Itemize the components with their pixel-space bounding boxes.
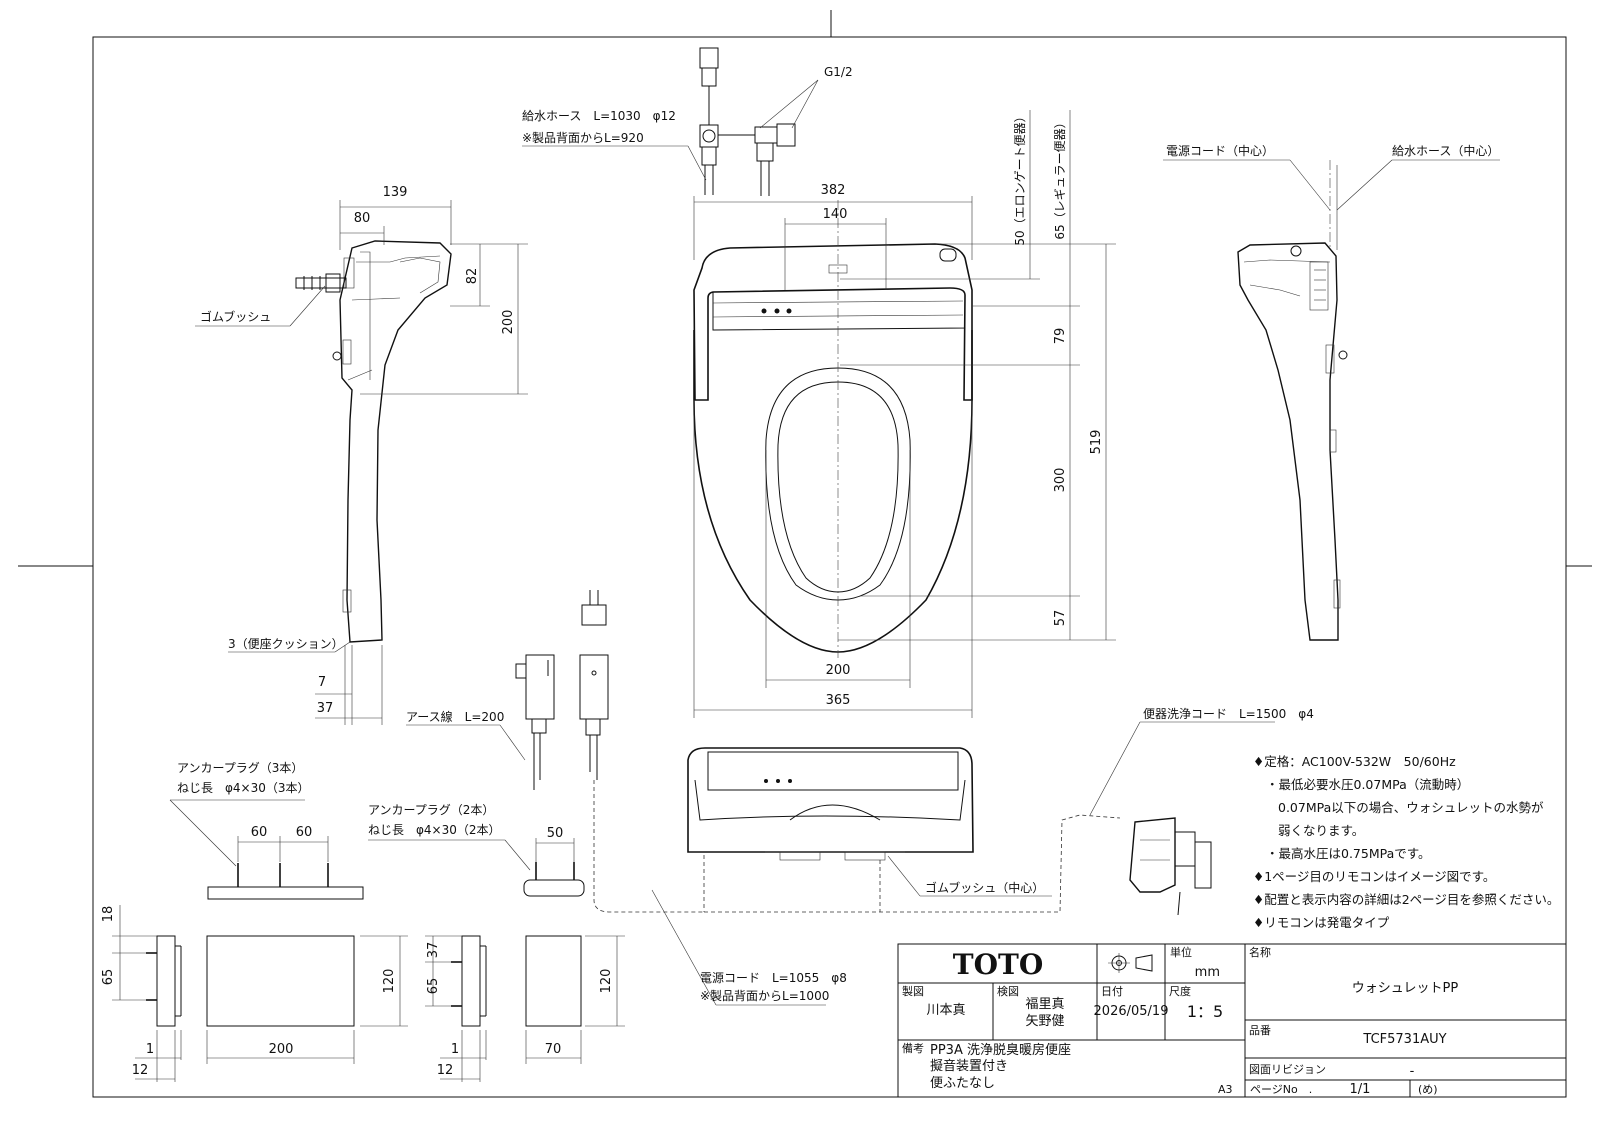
spec-notes: ♦定格：AC100V-532W 50/60Hz ・最低必要水圧0.07MPa（流… (1253, 754, 1559, 930)
remarks-2: 擬音装置付き (930, 1058, 1008, 1074)
dim-12b: 12 (437, 1063, 454, 1078)
part-label: 品番 (1249, 1024, 1271, 1037)
page-label: ページNo . (1250, 1083, 1312, 1096)
date-label: 日付 (1101, 985, 1123, 998)
note-3: 0.07MPa以下の場合、ウォシュレットの水勢が (1278, 800, 1544, 815)
dim-365: 365 (826, 693, 851, 708)
toto-logo: TOTO (953, 948, 1043, 981)
dim-200: 200 (501, 310, 516, 335)
label-power-cord-2: ※製品背面からL=1000 (700, 989, 829, 1003)
front-view: 便器洗浄コード L=1500 φ4 ゴムブッシュ（中心） (687, 707, 1314, 913)
dim-79: 79 (1053, 328, 1068, 345)
water-valve (699, 47, 796, 196)
dim-200-opening: 200 (826, 663, 851, 678)
name-value: ウォシュレットPP (1352, 981, 1459, 996)
dim-140: 140 (823, 207, 848, 222)
revision-label: 図面リビジョン (1249, 1063, 1326, 1076)
label-anchor2-1: アンカープラグ（2本） (368, 803, 494, 817)
drain-valve-unit (1129, 817, 1212, 916)
dim-anchor-50: 50 (547, 826, 564, 841)
name-label: 名称 (1249, 945, 1271, 959)
note-5: ・最高水圧は0.75MPaです。 (1266, 846, 1431, 861)
label-anchor3-2: ねじ長 φ4×30（3本） (177, 781, 310, 795)
checked-value-1: 福里真 (1025, 997, 1064, 1012)
dim-519: 519 (1089, 430, 1104, 455)
dim-80: 80 (354, 211, 371, 226)
dim-120a: 120 (382, 969, 397, 994)
label-rubber-bush-center: ゴムブッシュ（中心） (925, 880, 1044, 895)
drawing-frame (18, 10, 1592, 1098)
dim-65a: 65 (101, 969, 116, 986)
date-value: 2026/05/19 (1094, 1004, 1169, 1019)
revision-value: - (1410, 1064, 1415, 1079)
anchor-plate-2: 50 アンカープラグ（2本） ねじ長 φ4×30（2本） (368, 803, 585, 897)
label-hose-1: 給水ホース L=1030 φ12 (522, 109, 676, 123)
note-2: ・最低必要水圧0.07MPa（流動時） (1266, 777, 1469, 792)
note-6: ♦1ページ目のリモコンはイメージ図です。 (1253, 869, 1495, 884)
page-mark: (め) (1418, 1083, 1438, 1096)
note-1: ♦定格：AC100V-532W 50/60Hz (1253, 754, 1456, 769)
unit-value: mm (1195, 965, 1220, 980)
checked-label: 検図 (997, 984, 1019, 998)
unit-label: 単位 (1170, 945, 1192, 959)
page-value: 1/1 (1350, 1082, 1371, 1097)
sheet-size: A3 (1218, 1083, 1233, 1096)
dim-12a: 12 (132, 1063, 149, 1078)
remarks-label: 備考 (902, 1042, 924, 1055)
dim-57: 57 (1053, 610, 1068, 627)
label-power-cord-center: 電源コード（中心） (1166, 143, 1274, 158)
label-seat-cushion: 3（便座クッション） (228, 636, 344, 651)
dim-139: 139 (383, 185, 408, 200)
dim-65-regular: 65（レギュラー便器） (1053, 116, 1067, 239)
label-anchor2-2: ねじ長 φ4×30（2本） (368, 823, 501, 837)
drawn-label: 製図 (902, 984, 924, 998)
checked-value-2: 矢野健 (1025, 1014, 1064, 1029)
remarks-3: 便ふたなし (930, 1076, 995, 1091)
dim-50-elongate: 50（エロンゲート便器） (1013, 110, 1027, 245)
note-8: ♦リモコンは発電タイプ (1253, 915, 1390, 930)
dim-65b: 65 (426, 978, 441, 995)
note-4: 弱くなります。 (1278, 823, 1364, 838)
dim-82: 82 (465, 268, 480, 285)
projection-symbol (1108, 953, 1153, 973)
dim-18: 18 (101, 906, 116, 923)
drawn-value: 川本真 (926, 1003, 965, 1018)
hose-connector (295, 273, 347, 293)
right-side-view: 電源コード（中心） 給水ホース（中心） (1163, 143, 1500, 641)
part-value: TCF5731AUY (1362, 1032, 1446, 1047)
dim-120b: 120 (599, 969, 614, 994)
dim-1b: 1 (451, 1042, 459, 1057)
remarks-1: PP3A 洗浄脱臭暖房便座 (930, 1042, 1071, 1058)
label-anchor3-1: アンカープラグ（3本） (177, 761, 303, 775)
scale-label: 尺度 (1169, 984, 1191, 998)
plan-view: 382 140 50（エロンゲート便器） 65（レギュラー便器） 79 519 … (522, 47, 1116, 718)
dim-300: 300 (1053, 468, 1068, 493)
label-toilet-cord: 便器洗浄コード L=1500 φ4 (1143, 707, 1314, 721)
dim-anchor-60a: 60 (251, 825, 268, 840)
title-block: TOTO 単位 mm 製図 川本真 検図 福里真 矢野健 日付 2026/05/… (897, 943, 1567, 1098)
dim-7: 7 (318, 675, 326, 690)
dim-70: 70 (545, 1042, 562, 1057)
left-side-view: 139 80 82 200 ゴムブッシュ 3（便座クッション） 7 37 (195, 185, 528, 725)
dim-37: 37 (317, 701, 334, 716)
label-rubber-bush: ゴムブッシュ (200, 309, 271, 324)
scale-value: 1：5 (1187, 1002, 1223, 1021)
label-g12: G1/2 (824, 65, 853, 79)
dim-382: 382 (821, 183, 846, 198)
dim-1a: 1 (146, 1042, 154, 1057)
dim-37b: 37 (426, 942, 441, 959)
label-water-hose-center: 給水ホース（中心） (1392, 143, 1499, 158)
power-plug: アース線 L=200 電源コード L=1055 φ8 ※製品背面からL=1000 (406, 590, 847, 1006)
note-7: ♦配置と表示内容の詳細は2ページ目を参照ください。 (1253, 892, 1559, 907)
label-power-cord-1: 電源コード L=1055 φ8 (700, 971, 847, 985)
dim-bottom-200: 200 (269, 1042, 294, 1057)
label-earth-wire: アース線 L=200 (406, 709, 504, 724)
dim-anchor-60b: 60 (296, 825, 313, 840)
label-hose-2: ※製品背面からL=920 (522, 131, 644, 145)
base-plate-views: 18 65 1 12 200 120 37 65 1 (101, 905, 625, 1082)
anchor-plate-3: 60 60 アンカープラグ（3本） ねじ長 φ4×30（3本） (169, 761, 364, 900)
